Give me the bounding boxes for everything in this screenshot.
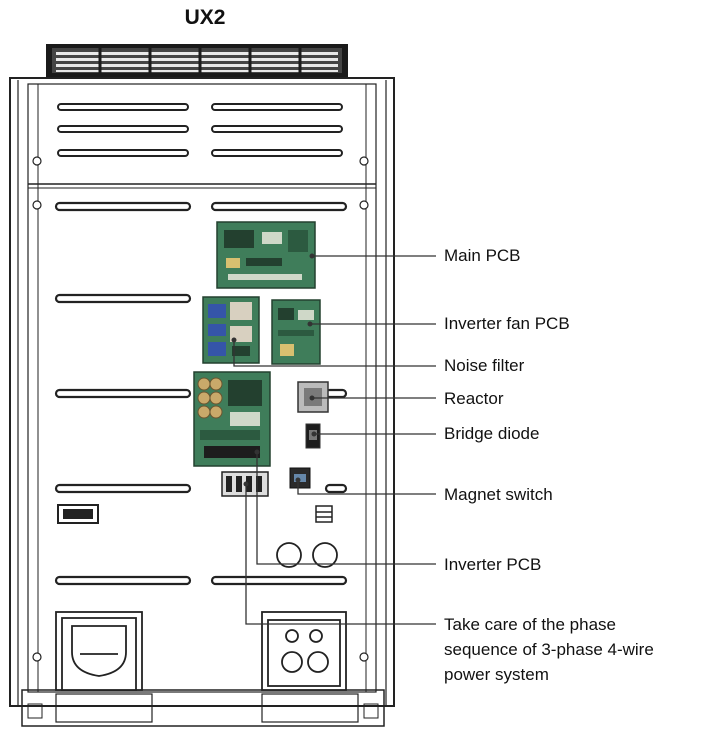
leader-dots bbox=[231, 253, 317, 487]
knockout-holes bbox=[276, 542, 338, 568]
label-phase-note: Take care of the phase sequence of 3-pha… bbox=[444, 612, 694, 687]
right-pipe-cover bbox=[261, 611, 347, 691]
left-bracket bbox=[57, 504, 99, 524]
label-bridge-diode: Bridge diode bbox=[444, 424, 540, 443]
label-reactor: Reactor bbox=[444, 389, 504, 408]
main-pcb bbox=[216, 221, 316, 289]
magnet-switch bbox=[289, 467, 311, 489]
phase-note-line-3: power system bbox=[444, 665, 549, 684]
phase-note-line-2: sequence of 3-phase 4-wire bbox=[444, 640, 654, 659]
top-louvers bbox=[57, 103, 343, 157]
noise-filter bbox=[202, 296, 260, 364]
diagram-title: UX2 bbox=[184, 6, 226, 29]
phase-note-line-1: Take care of the phase bbox=[444, 615, 617, 634]
label-main-pcb: Main PCB bbox=[444, 246, 521, 265]
label-inverter-fan-pcb: Inverter fan PCB bbox=[444, 314, 570, 333]
cabinet bbox=[9, 77, 395, 727]
screws bbox=[32, 156, 369, 662]
leader-lines bbox=[233, 255, 436, 625]
left-pipe-cover bbox=[55, 611, 143, 691]
label-inverter-pcb: Inverter PCB bbox=[444, 555, 542, 574]
terminal-block bbox=[221, 471, 269, 497]
fan-grille bbox=[46, 44, 348, 77]
inverter-fan-pcb bbox=[271, 299, 321, 365]
label-magnet-switch: Magnet switch bbox=[444, 485, 553, 504]
label-noise-filter: Noise filter bbox=[444, 356, 525, 375]
small-connector bbox=[315, 505, 333, 523]
